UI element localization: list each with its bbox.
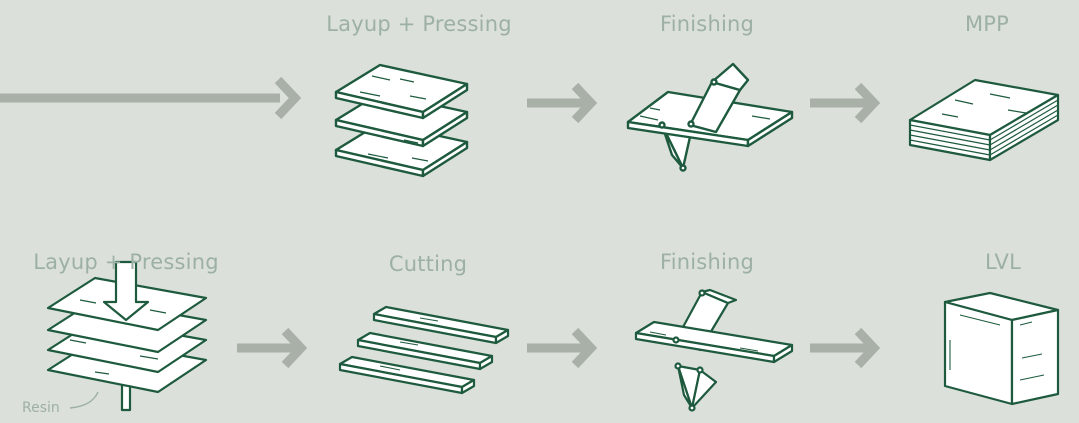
mpp-block-icon <box>910 80 1058 160</box>
cutting-strips-icon <box>340 307 508 393</box>
top-step-finishing-label: Finishing <box>660 12 754 36</box>
top-layup-stack-icon <box>336 65 467 176</box>
bottom-step-layup-label: Layup + Pressing <box>33 250 219 274</box>
bottom-step-cutting-label: Cutting <box>389 252 467 276</box>
lvl-block-icon <box>945 293 1058 404</box>
resin-leader-line <box>70 392 98 408</box>
bottom-step-lvl-label: LVL <box>985 250 1021 274</box>
top-step-layup-label: Layup + Pressing <box>326 12 512 36</box>
bottom-finishing-icon <box>636 290 792 411</box>
bottom-step-finishing-label: Finishing <box>660 250 754 274</box>
bottom-layup-stack-icon <box>48 262 206 410</box>
incoming-arrow <box>0 80 295 116</box>
top-step-mpp-label: MPP <box>965 12 1009 36</box>
resin-label: Resin <box>22 400 60 416</box>
top-finishing-icon <box>628 64 792 171</box>
